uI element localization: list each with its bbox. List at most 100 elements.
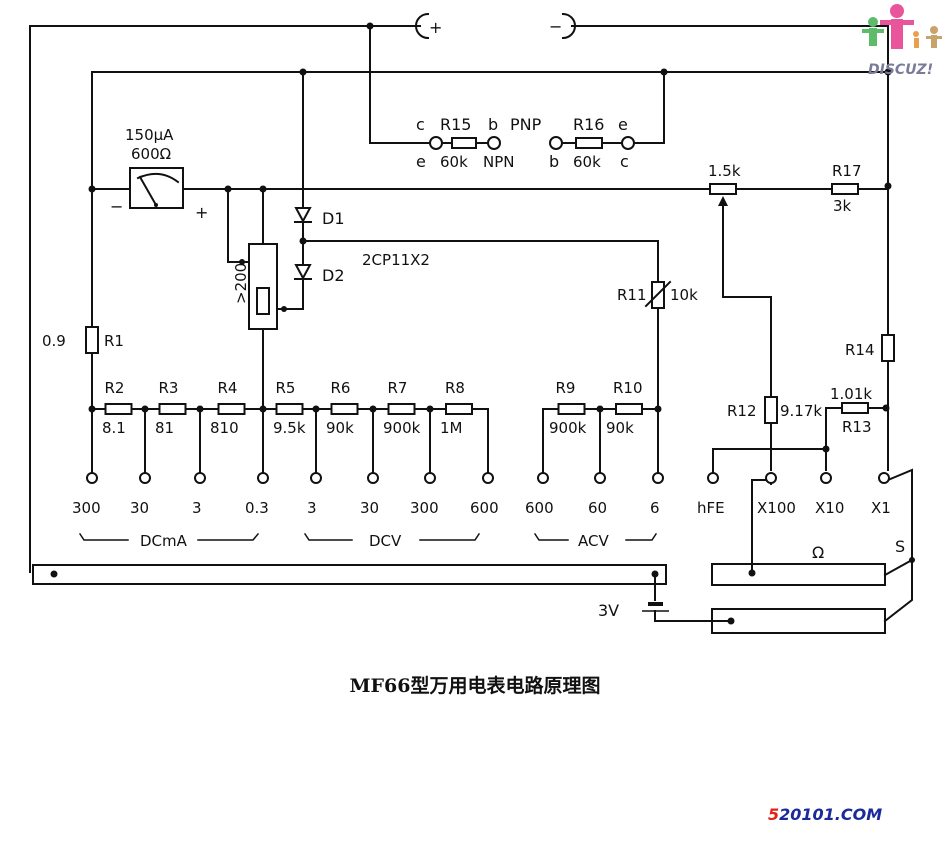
logo-text: DISCUZ! [868,62,933,78]
diode-d2-icon [294,264,312,281]
r17-value: 3k [833,197,852,215]
range-label-ohm-x100: X100 [757,499,796,517]
watermark: 520101.COM [768,805,882,824]
r5-value: 9.5k [273,419,306,437]
range-label-ohm-x1: X1 [871,499,891,517]
terminal-ohm-hfe[interactable] [707,472,719,484]
resistor-r2 [104,403,133,415]
plus-terminal-label: + [429,18,442,37]
r1-label: R1 [104,332,124,350]
r17-label: R17 [832,162,862,180]
d1-label: D1 [322,209,345,228]
range-label-acv-60: 60 [588,499,607,517]
npn-c-label: c [416,115,425,134]
dcma-group-label: DCmA [140,532,188,550]
range-label-dcv-300: 300 [410,499,439,517]
r9-value: 900k [549,419,587,437]
minus-terminal: − [549,12,576,40]
resistor-r11: R11 10k [617,280,698,410]
discuz-logo: DISCUZ! [862,4,942,78]
pnp-b-label: b [549,152,559,171]
r2-label: R2 [105,379,125,397]
r5-label: R5 [276,379,296,397]
range-label-acv-6: 6 [650,499,660,517]
terminal-dcma-0.3[interactable] [257,472,269,484]
range-label-acv-600: 600 [525,499,554,517]
r3-label: R3 [159,379,179,397]
pot-zero-adjust [709,183,737,195]
terminal-dcma-3[interactable] [194,472,206,484]
socket-pnp-b[interactable] [549,136,563,150]
resistor-r17 [831,183,859,195]
battery-label: 3V [598,601,619,620]
pnp-e-label: e [618,115,628,134]
terminal-dcv-300[interactable] [424,472,436,484]
r16-value: 60k [573,153,601,171]
logo-figures-icon [862,4,942,49]
terminal-dcv-30[interactable] [367,472,379,484]
r8-value: 1M [440,419,463,437]
terminal-dcv-3[interactable] [310,472,322,484]
r11-label: R11 [617,286,647,304]
meter-minus-label: − [110,197,123,216]
dcv-group-label: DCV [369,532,402,550]
r14-label: R14 [845,341,875,359]
diode-type-label: 2CP11X2 [362,251,430,269]
terminal-dcv-600[interactable] [482,472,494,484]
terminal-ohm-x10[interactable] [820,472,832,484]
r13-value: 1.01k [830,385,872,403]
r2-value: 8.1 [102,419,126,437]
r6-value: 90k [326,419,354,437]
range-label-ohm-x10: X10 [815,499,844,517]
socket-npn-b[interactable] [487,136,501,150]
r4-label: R4 [218,379,238,397]
group-brackets: DCmA DCV ACV [78,532,658,550]
terminal-ohm-x1[interactable] [878,472,890,484]
r15-value: 60k [440,153,468,171]
r3-value: 81 [155,419,174,437]
socket-npn-c-e[interactable] [429,136,443,150]
diagram-title: MF66型万用电表电路原理图 [350,674,601,697]
resistor-r16 [575,137,603,149]
terminal-acv-6[interactable] [652,472,664,484]
terminal-acv-600[interactable] [537,472,549,484]
r6-label: R6 [331,379,351,397]
r10-value: 90k [606,419,634,437]
diode-d1-icon [294,207,312,224]
top-rail [29,22,889,573]
resistor-r10 [615,403,643,415]
npn-b-label: b [488,115,498,134]
r16-label: R16 [573,115,604,134]
resistor-r7 [387,403,416,415]
npn-label: NPN [483,153,515,171]
resistor-r14 [881,334,895,362]
resistor-r15 [451,137,477,149]
socket-pnp-e-c[interactable] [621,136,635,150]
r7-label: R7 [388,379,408,397]
pnp-c-label: c [620,152,629,171]
switch-label: S [895,537,905,556]
terminal-dcma-30[interactable] [139,472,151,484]
resistor-r5 [275,403,304,415]
watermark-text: 520101.COM [768,805,882,824]
range-label-dcma-300: 300 [72,499,101,517]
r7-value: 900k [383,419,421,437]
transistor-socket: c R15 b PNP R16 e e 60k NPN b 60k c [369,115,635,171]
pot-zero-value: 1.5k [708,162,741,180]
resistor-r4 [217,403,246,415]
r10-label: R10 [613,379,643,397]
resistor-r3 [158,403,187,415]
r8-label: R8 [445,379,465,397]
terminal-ohm-x100[interactable] [765,472,777,484]
r11-value: 10k [670,286,698,304]
resistor-r9 [557,403,586,415]
ohm-symbol-label: Ω [812,543,824,562]
diodes: D1 D2 2CP11X2 [294,207,659,285]
terminal-acv-60[interactable] [594,472,606,484]
range-label-dcma-0.3: 0.3 [245,499,269,517]
range-label-dcv-3: 3 [307,499,317,517]
plus-terminal: + [415,12,442,40]
r12-label: R12 [727,402,757,420]
terminal-dcma-300[interactable] [86,472,98,484]
